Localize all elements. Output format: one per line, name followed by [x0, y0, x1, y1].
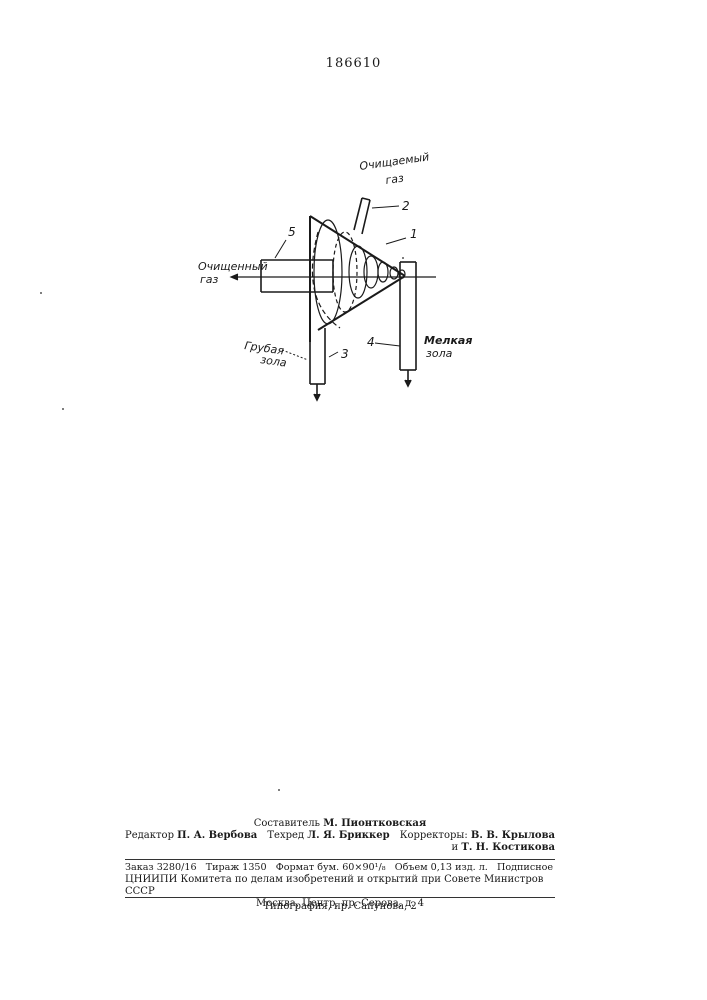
- compiler-role: Составитель: [254, 818, 320, 829]
- outlet-pipe: [261, 260, 333, 292]
- coarse-ash-pipe: [310, 328, 325, 400]
- imprint-line-2: ЦНИИПИ Комитета по делам изобретений и о…: [125, 874, 555, 898]
- techred-role: Техред: [267, 830, 304, 841]
- scan-speck: [278, 789, 280, 791]
- editor: Редактор П. А. Вербова: [125, 830, 257, 842]
- label-coarse-ash-2: зола: [260, 353, 288, 370]
- compiler-line: Составитель М. Пионтковская: [125, 818, 555, 830]
- inlet-pipe: [354, 198, 370, 234]
- vortex-spiral: [312, 220, 405, 328]
- label-fine-ash-1: Мелкая: [424, 334, 472, 347]
- label-fine-ash-2: зола: [426, 347, 453, 360]
- imprint-line-1: Заказ 3280/16 Тираж 1350 Формат бум. 60×…: [125, 862, 555, 874]
- corrector-2-line: и Т. Н. Костикова: [125, 842, 555, 854]
- techred-name: Л. Я. Бриккер: [307, 830, 389, 841]
- label-outlet-gas-2: газ: [200, 273, 219, 286]
- imprint-top-rule: [125, 859, 555, 860]
- staff-line: Редактор П. А. Вербова Техред Л. Я. Брик…: [125, 830, 555, 842]
- compiler-name: М. Пионтковская: [323, 818, 426, 829]
- label-inlet-gas-1: Очищаемый: [359, 150, 430, 173]
- scan-speck: [402, 257, 404, 259]
- fine-ash-pipe: [400, 262, 416, 386]
- label-inlet-gas-2: газ: [385, 172, 405, 187]
- label-number-3: 3: [341, 347, 349, 361]
- label-number-1: 1: [410, 227, 418, 241]
- scan-speck: [62, 408, 64, 410]
- editor-role: Редактор: [125, 830, 174, 841]
- corrector-1: В. В. Крылова: [471, 830, 555, 841]
- correctors-role: Корректоры:: [400, 830, 468, 841]
- correctors: Корректоры: В. В. Крылова: [400, 830, 555, 842]
- editor-name: П. А. Вербова: [177, 830, 257, 841]
- corrector-2: Т. Н. Костикова: [461, 842, 555, 853]
- label-number-2: 2: [402, 199, 410, 213]
- label-outlet-gas-1: Очищенный: [198, 260, 268, 273]
- label-number-5: 5: [288, 225, 296, 239]
- corrector-2-prefix: и: [452, 842, 459, 853]
- printer-line: Типография, пр. Сапунова, 2: [125, 901, 555, 913]
- cone-body: [310, 216, 405, 342]
- techred: Техред Л. Я. Бриккер: [267, 830, 389, 842]
- imprint-bottom-rule: [125, 897, 555, 898]
- scan-speck: [40, 292, 42, 294]
- label-number-4: 4: [367, 335, 375, 349]
- credits-block: Составитель М. Пионтковская Редактор П. …: [125, 818, 555, 854]
